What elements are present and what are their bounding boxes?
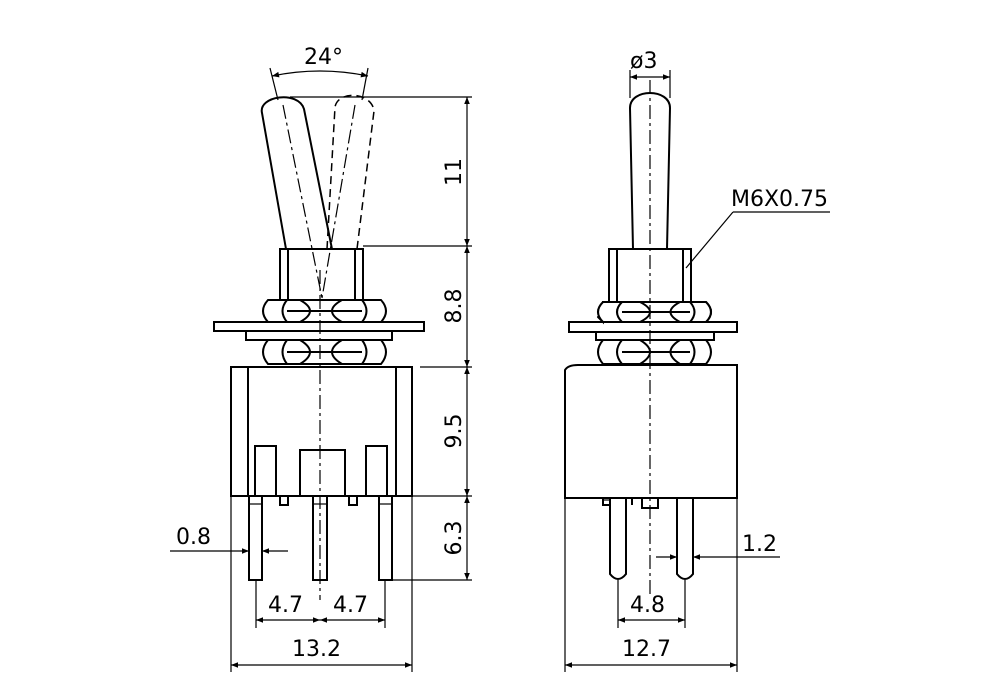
terminal-slot-right [365,445,388,496]
pin-length-label: 6.3 [442,521,467,556]
bushing-height-label: 8.8 [442,289,467,324]
pin-width-label: 1.2 [742,532,777,557]
angle-dimension-arc [271,70,369,78]
front-view: 24° 11 8.8 9.5 6.3 0.8 4.7 4.7 13.2 [170,45,472,672]
side-plate [568,321,738,333]
side-body [564,364,738,499]
front-width-label: 13.2 [292,637,341,662]
terminal-slot-left [254,445,277,496]
lever-diameter-label: ø3 [630,49,657,74]
front-pin-right [378,495,393,581]
angle-label: 24° [304,45,343,70]
thread-label: M6X0.75 [731,187,828,212]
front-bushing [279,248,364,301]
lever-length-label: 11 [442,158,467,186]
pin-pitch-left-label: 4.7 [268,593,303,618]
side-lever [628,92,672,250]
body-height-label: 9.5 [442,414,467,449]
pin-pitch-right-label: 4.7 [333,593,368,618]
front-plate [213,321,425,332]
front-pin-left [248,495,263,581]
front-right-bracket [395,366,413,497]
side-pin-right [676,497,694,580]
pin-spacing-label: 4.8 [630,593,665,618]
side-view: ø3 M6X0.75 1.2 4.8 12.7 [564,49,830,672]
terminal-slot-middle [299,449,346,496]
side-width-label: 12.7 [622,637,671,662]
side-terminal-studs [602,498,691,509]
front-body [247,366,397,497]
front-left-bracket [230,366,249,497]
pin-thickness-label: 0.8 [176,525,211,550]
front-lever-dashed [326,94,375,250]
side-pin-left [609,497,627,580]
